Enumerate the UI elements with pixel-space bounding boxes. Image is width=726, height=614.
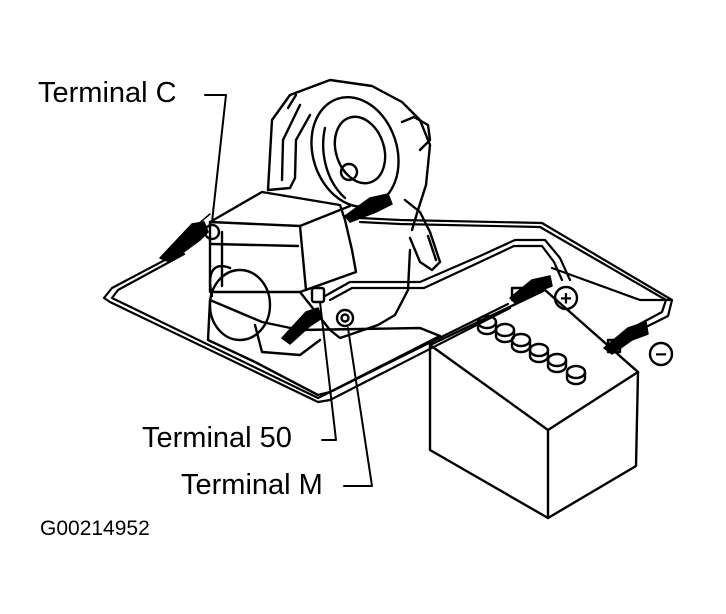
clip-battery-negative <box>603 321 649 355</box>
leader-terminal-c <box>204 94 227 223</box>
clip-housing <box>344 193 393 223</box>
leader-lines <box>204 94 373 487</box>
battery-cell-caps <box>476 314 587 386</box>
bench-plate <box>206 298 442 397</box>
label-terminal-50: Terminal 50 <box>142 422 292 454</box>
starter-motor <box>203 78 442 357</box>
label-terminal-m: Terminal M <box>181 469 323 501</box>
clip-terminal-c <box>159 221 209 263</box>
negative-symbol-icon <box>648 341 674 367</box>
label-terminal-c: Terminal C <box>38 77 177 109</box>
leader-terminal-50 <box>319 301 337 441</box>
positive-symbol-icon <box>553 285 579 311</box>
terminal-m-stud <box>335 308 355 328</box>
terminal-50-stud <box>310 286 326 304</box>
lead-housing <box>358 216 674 340</box>
figure-id: G00214952 <box>40 517 150 540</box>
lead-terminal-c <box>102 250 512 404</box>
negative-symbol: − <box>655 344 667 366</box>
test-leads <box>102 216 674 404</box>
clip-terminal-50 <box>281 307 323 345</box>
solenoid-body <box>208 190 358 294</box>
end-cap <box>208 268 272 342</box>
positive-symbol: + <box>560 288 572 310</box>
lead-terminal-50 <box>323 238 572 298</box>
battery <box>428 285 674 520</box>
alligator-clips <box>159 193 649 355</box>
clip-battery-positive <box>509 275 553 305</box>
leader-terminal-m <box>343 327 373 487</box>
